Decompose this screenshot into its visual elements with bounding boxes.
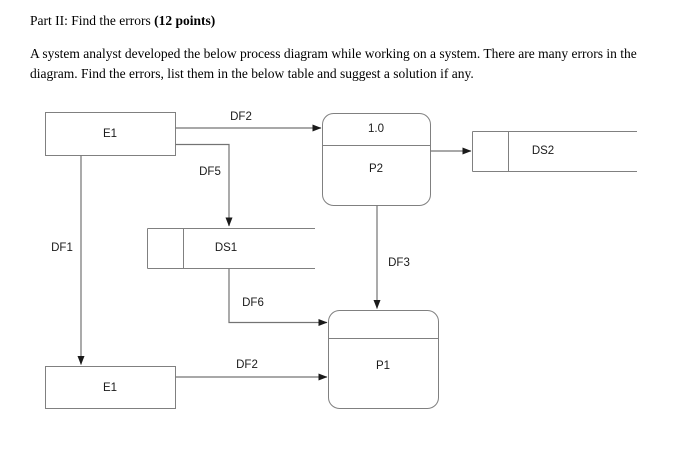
process-p2[interactable]: 1.0 P2 xyxy=(322,113,431,206)
dfd-canvas: E1 E1 1.0 P2 P1 DS1 xyxy=(45,111,638,409)
question-body-line-1: A system analyst developed the below pro… xyxy=(30,46,569,62)
flow-df6-line xyxy=(228,268,328,326)
datastore-ds2[interactable]: DS2 xyxy=(472,131,638,172)
question-title: Part II: Find the errors (12 points) xyxy=(30,12,676,30)
entity-e1-top-label: E1 xyxy=(103,128,117,140)
entity-e1-top[interactable]: E1 xyxy=(45,112,176,156)
process-p2-label: P2 xyxy=(369,163,383,175)
flow-df2-top-label: DF2 xyxy=(230,111,252,123)
question-body-line-2: errors in the diagram. Find the errors, … xyxy=(30,46,637,81)
flow-df2-bottom[interactable]: DF2 xyxy=(175,359,328,381)
question-title-points: (12 points) xyxy=(154,13,216,28)
process-p1[interactable]: P1 xyxy=(328,310,439,409)
question-title-prefix: Part II: Find the errors xyxy=(30,13,155,28)
question-body: A system analyst developed the below pro… xyxy=(30,44,676,83)
datastore-ds1[interactable]: DS1 xyxy=(147,228,316,269)
datastore-ds1-label: DS1 xyxy=(215,242,237,254)
flow-df2-bottom-label: DF2 xyxy=(236,359,258,371)
process-p2-number: 1.0 xyxy=(368,123,384,135)
flow-df6-label: DF6 xyxy=(242,297,264,309)
question-prose: Part II: Find the errors (12 points) A s… xyxy=(30,12,676,83)
process-diagram: E1 E1 1.0 P2 P1 DS1 xyxy=(0,96,693,455)
flow-df6[interactable]: DF6 xyxy=(228,268,328,326)
flow-df3[interactable]: DF3 xyxy=(373,205,410,309)
flow-df2-top[interactable]: DF2 xyxy=(175,111,322,132)
flow-df5-line xyxy=(175,143,233,227)
datastore-ds2-label: DS2 xyxy=(532,145,554,157)
flow-df1[interactable]: DF1 xyxy=(51,155,85,365)
entity-e1-top-box xyxy=(45,112,176,156)
flow-df3-label: DF3 xyxy=(388,257,410,269)
flow-df1-label: DF1 xyxy=(51,242,73,254)
entity-e1-bottom-box xyxy=(45,366,176,409)
flow-df5[interactable]: DF5 xyxy=(175,143,233,227)
process-p1-box xyxy=(328,310,439,409)
flow-df5-label: DF5 xyxy=(199,166,221,178)
process-p1-label: P1 xyxy=(376,360,390,372)
entity-e1-bottom-label: E1 xyxy=(103,382,117,394)
entity-e1-bottom[interactable]: E1 xyxy=(45,366,176,409)
